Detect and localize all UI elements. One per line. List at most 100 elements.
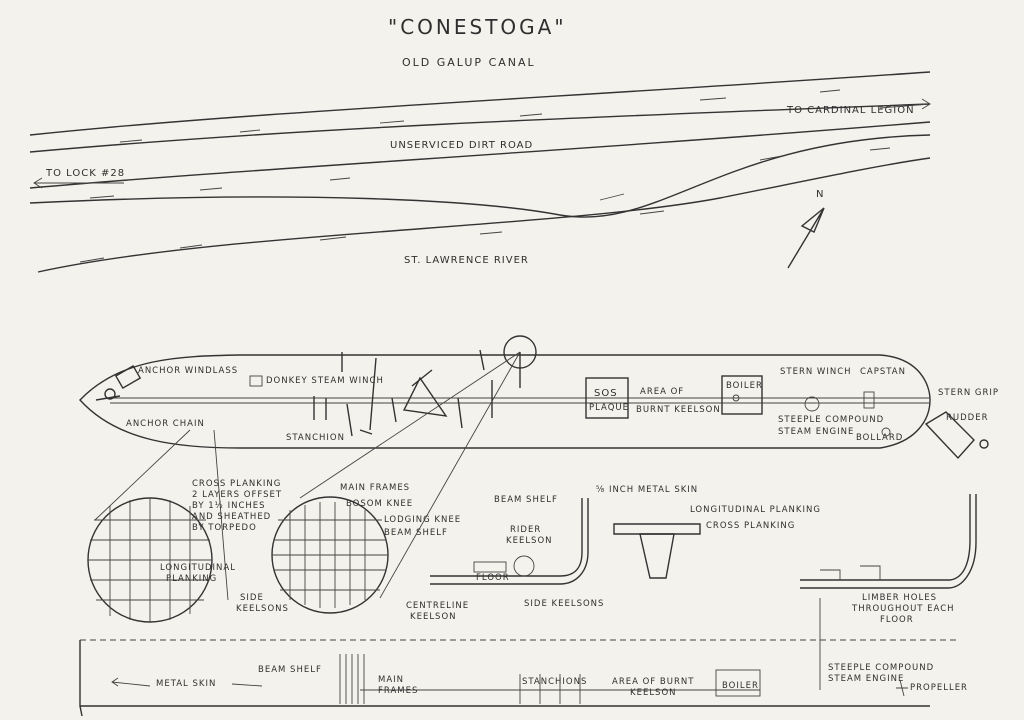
- planking-board: [613, 523, 701, 535]
- limber-holes-line1: LIMBER HOLES: [862, 593, 937, 603]
- profile-engine-line2: STEAM ENGINE: [828, 674, 904, 684]
- to-cardinal-label: TO CARDINAL LEGION: [786, 105, 915, 116]
- planking-hatch: [88, 498, 212, 622]
- road-edge-upper: [29, 121, 931, 189]
- canal-label: OLD GALUP CANAL: [402, 56, 536, 69]
- sos-plaque-box: [585, 377, 629, 419]
- stanchion-label: STANCHION: [286, 433, 345, 443]
- donkey-winch-label: DONKEY STEAM WINCH: [266, 376, 384, 386]
- metal-skin-label: ⅝ INCH METAL SKIN: [596, 485, 698, 495]
- burnt-keelson-line1: AREA OF: [640, 387, 684, 397]
- profile-burnt-line1: AREA OF BURNT: [612, 677, 694, 687]
- profile-frames: [339, 654, 581, 704]
- detail-leader-lines: [94, 351, 521, 601]
- stern-section: LIMBER HOLES THROUGHOUT EACH FLOOR: [800, 494, 977, 625]
- river-label: ST. LAWRENCE RIVER: [404, 255, 529, 266]
- profile-arrow-right-icon: [231, 683, 263, 687]
- section-detail-marker: [513, 555, 535, 577]
- road-label: UNSERVICED DIRT ROAD: [390, 140, 533, 151]
- north-arrow: N: [787, 189, 825, 269]
- beam-shelf-label: BEAM SHELF: [384, 528, 448, 538]
- site-map: "CONESTOGA" OLD GALUP CANAL UNSERVICED D…: [29, 15, 931, 273]
- cross-planking-line1: CROSS PLANKING: [192, 479, 281, 489]
- anchor-windlass-icon: [95, 364, 142, 401]
- beam-shelf-2-label: BEAM SHELF: [494, 495, 558, 505]
- boiler-box: [721, 375, 763, 415]
- canal-bank-upper: [29, 71, 931, 136]
- water-hatching: [79, 89, 891, 263]
- sos-plaque-line2: PLAQUE: [589, 403, 629, 413]
- rudder-label: RUDDER: [946, 413, 989, 423]
- river-shore: [37, 157, 931, 273]
- anchor-windlass-label: ANCHOR WINDLASS: [138, 366, 238, 376]
- cross-planking-line2: 2 LAYERS OFFSET: [192, 490, 282, 500]
- bollard-icon: [881, 427, 891, 437]
- sos-plaque-line1: SOS: [594, 388, 618, 399]
- side-keelsons-line1: SIDE: [240, 593, 264, 603]
- section-outline: [430, 498, 589, 585]
- anchor-chain-label: ANCHOR CHAIN: [126, 419, 205, 429]
- engine-icon: [804, 396, 820, 412]
- detail-frames: MAIN FRAMES BOSOM KNEE LODGING KNEE BEAM…: [236, 483, 461, 614]
- profile-metal-skin-label: METAL SKIN: [156, 679, 216, 689]
- cross-planking-2-label: CROSS PLANKING: [706, 521, 795, 531]
- profile-main-frames-line1: MAIN: [378, 675, 404, 685]
- burnt-keelson-line2: BURNT KEELSON: [636, 405, 721, 415]
- profile-stanchions-label: STANCHIONS: [522, 677, 587, 687]
- rudder-icon: [924, 411, 989, 460]
- rider-keelson-icon: [473, 561, 507, 573]
- hull-section: ⅝ INCH METAL SKIN BEAM SHELF RIDER KEELS…: [406, 485, 698, 622]
- planking-wedge: [639, 533, 675, 579]
- engine-label-line1: STEEPLE COMPOUND: [778, 415, 884, 425]
- side-keelsons-2-label: SIDE KEELSONS: [524, 599, 604, 609]
- cross-planking-line5: BY TORPEDO: [192, 523, 257, 533]
- profile-engine-line1: STEEPLE COMPOUND: [828, 663, 934, 673]
- hull-profile-view: METAL SKIN BEAM SHELF MAIN FRAMES STANCH…: [79, 598, 968, 717]
- detail-planking: CROSS PLANKING 2 LAYERS OFFSET BY 1½ INC…: [87, 479, 282, 623]
- main-frames-label: MAIN FRAMES: [340, 483, 410, 493]
- floor-label: FLOOR: [476, 573, 510, 583]
- propeller-icon: [896, 679, 908, 697]
- planking-section: LONGITUDINAL PLANKING CROSS PLANKING: [613, 505, 821, 579]
- stern-winch-label: STERN WINCH: [780, 367, 852, 377]
- rider-keelson-line2: KEELSON: [506, 536, 553, 546]
- side-keelsons-line2: KEELSONS: [236, 604, 289, 614]
- profile-propeller-label: PROPELLER: [910, 683, 968, 693]
- profile-beam-shelf-label: BEAM SHELF: [258, 665, 322, 675]
- profile-main-frames-line2: FRAMES: [378, 686, 418, 696]
- stanchions: [313, 349, 521, 437]
- profile-boiler-label: BOILER: [722, 681, 759, 691]
- long-planking-line1: LONGITUDINAL: [160, 563, 236, 573]
- boiler-label: BOILER: [726, 381, 763, 391]
- profile-boiler-box: [715, 669, 761, 697]
- bollard-label: BOLLARD: [856, 433, 903, 443]
- long-planking-line2: PLANKING: [166, 574, 217, 584]
- profile-arrow-left-icon: [111, 677, 151, 687]
- hull-outline: [79, 354, 931, 449]
- limber-holes-line2: THROUGHOUT EACH: [851, 604, 955, 614]
- diagram-title: "CONESTOGA": [388, 15, 567, 39]
- road-edge-lower: [29, 134, 931, 218]
- to-cardinal-arrow: [879, 98, 931, 110]
- boiler-icon: [732, 394, 740, 402]
- canal-bank-lower: [29, 103, 931, 153]
- engine-label-line2: STEAM ENGINE: [778, 427, 854, 437]
- stern-hull-curve: [800, 494, 977, 589]
- stern-floor-marks: [820, 565, 881, 580]
- centreline-keelson-line2: KEELSON: [410, 612, 457, 622]
- north-label: N: [816, 189, 824, 200]
- profile-burnt-line2: KEELSON: [630, 688, 677, 698]
- long-planking-2-label: LONGITUDINAL PLANKING: [690, 505, 821, 515]
- lodging-knee-label: LODGING KNEE: [384, 515, 461, 525]
- north-arrow-icon: [787, 207, 825, 269]
- capstan-label: CAPSTAN: [860, 367, 906, 377]
- to-lock-label: TO LOCK #28: [45, 168, 125, 179]
- to-lock-arrow: [33, 177, 124, 189]
- bosom-knee-label: BOSOM KNEE: [346, 499, 413, 509]
- limber-holes-line3: FLOOR: [880, 615, 914, 625]
- detail-circle-marker: [503, 335, 537, 369]
- cross-planking-line3: BY 1½ INCHES: [192, 501, 266, 511]
- hull-plan-view: ANCHOR WINDLASS ANCHOR CHAIN DONKEY STEA…: [79, 335, 998, 460]
- cross-planking-line4: AND SHEATHED: [192, 512, 271, 522]
